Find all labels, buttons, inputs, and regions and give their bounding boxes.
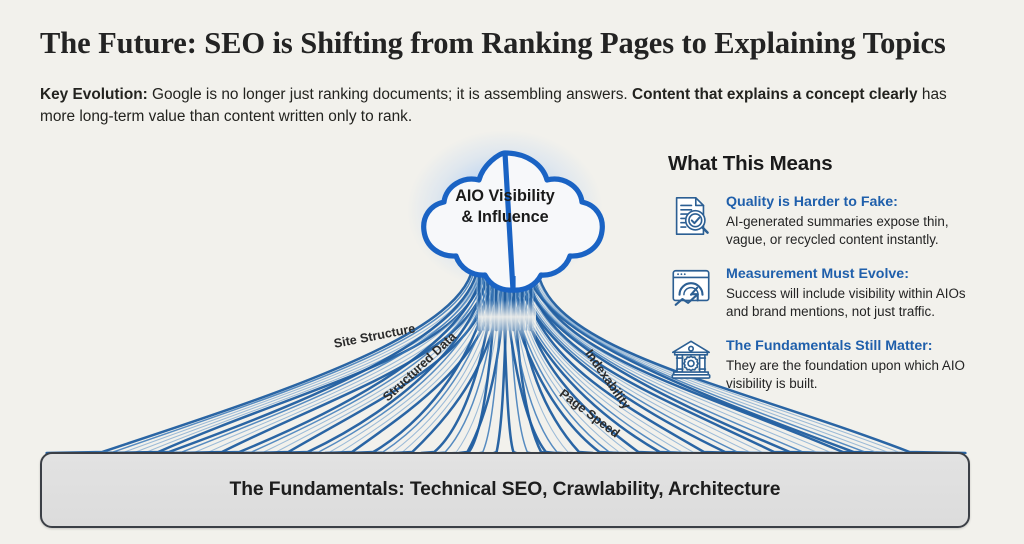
panel-heading-fundamentals: The Fundamentals Still Matter: [726,338,933,354]
institution-gear-icon [668,337,714,383]
root-line [134,261,483,454]
subtitle-text-part1: Google is no longer just ranking documen… [147,86,632,103]
panel-body-quality: AI-generated summaries expose thin, vagu… [726,214,949,247]
page-subtitle: Key Evolution: Google is no longer just … [40,84,970,128]
subtitle-lead-label: Key Evolution: [40,86,148,103]
root-line [517,261,775,454]
foundation-bar: The Fundamentals: Technical SEO, Crawlab… [40,452,970,528]
root-line [96,261,483,454]
root-line [273,260,490,454]
root-line [526,261,916,454]
root-line [529,261,929,454]
cloud-shape [421,150,605,293]
root-line [419,260,497,454]
subtitle-bold-phrase: Content that explains a concept clearly [631,86,918,103]
panel-text-measurement: Measurement Must Evolve: Success will in… [726,264,986,320]
panel-item-fundamentals: The Fundamentals Still Matter: They are … [668,336,986,392]
trunk-fade-band [478,300,536,342]
subtitle-text-part2: has more long-term value than content wr… [40,86,947,125]
root-line [118,260,480,454]
panel-body-measurement: Success will include visibility within A… [726,286,966,319]
panel-body-fundamentals: They are the foundation upon which AIO v… [726,358,965,391]
root-line [45,260,475,454]
root-line [524,260,904,454]
what-this-means-panel: What This Means Quality is Harder to Fak… [668,152,986,408]
dashboard-gauge-growth-icon [668,265,714,311]
root-line [506,261,533,454]
panel-heading-quality: Quality is Harder to Fake: [726,194,898,210]
root-line [533,261,954,454]
root-line [58,261,477,454]
root-line [525,261,863,454]
root-line [535,260,967,454]
panel-item-measurement: Measurement Must Evolve: Success will in… [668,264,986,320]
panel-text-fundamentals: The Fundamentals Still Matter: They are … [726,336,986,392]
panel-text-quality: Quality is Harder to Fake: AI-generated … [726,192,986,248]
root-line [531,261,941,454]
document-search-check-icon [668,193,714,239]
root-line [360,261,497,454]
root-line [477,261,504,454]
panel-heading-measurement: Measurement Must Evolve: [726,266,909,282]
root-line [196,260,485,454]
foundation-label: The Fundamentals: Technical SEO, Crawlab… [229,479,781,500]
panel-title: What This Means [668,152,833,175]
panel-item-quality: Quality is Harder to Fake: AI-generated … [668,192,986,248]
page-title: The Future: SEO is Shifting from Ranking… [40,26,946,60]
root-line [83,261,481,454]
